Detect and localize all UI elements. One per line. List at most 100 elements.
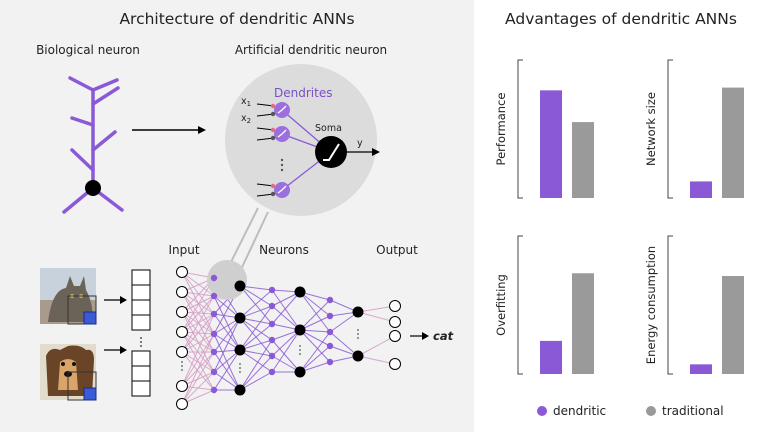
bar-traditional (572, 122, 594, 198)
advantages-panel (474, 0, 768, 432)
dendrite-node (268, 352, 276, 360)
network-edge (239, 285, 273, 325)
ellipsis-dot (357, 333, 359, 335)
legend: dendritic traditional (537, 404, 724, 418)
bar-chart-4: Energy consumption (644, 235, 744, 375)
ellipsis-dot (181, 365, 183, 367)
network-edge (357, 305, 396, 313)
legend-traditional-marker (646, 406, 656, 416)
network-edge (239, 305, 273, 351)
io-node (176, 266, 188, 278)
arrow-right-icon (132, 126, 206, 134)
dendrites-label: Dendrites (274, 86, 332, 100)
network-edge (181, 295, 215, 333)
network-edge (181, 333, 215, 353)
network-edge (357, 311, 396, 323)
network-edge (357, 335, 396, 357)
io-node (176, 398, 188, 410)
network-edge (271, 339, 301, 373)
legend-dendritic-label: dendritic (553, 404, 606, 418)
network-edge (213, 313, 241, 351)
ellipsis-dot (357, 329, 359, 331)
ellipsis-dot (239, 371, 241, 373)
neurons-label: Neurons (259, 243, 309, 257)
axis-bracket (667, 59, 673, 199)
neuron-node (294, 324, 306, 336)
neuron-node (234, 344, 246, 356)
bar-chart-3: Overfitting (494, 235, 594, 375)
bar-traditional (572, 273, 594, 374)
network-edge (271, 329, 301, 373)
ellipsis-dot (299, 345, 301, 347)
ellipsis-dot (299, 353, 301, 355)
neuron-node (234, 384, 246, 396)
axis-bracket (517, 59, 523, 199)
bar-traditional (722, 276, 744, 374)
network-edge (213, 317, 241, 353)
y-axis-label: Network size (644, 92, 658, 166)
network-edge (239, 317, 273, 341)
ellipsis-dot (239, 363, 241, 365)
dendrite-node (326, 342, 334, 350)
ellipsis-dot (239, 367, 241, 369)
x2-label: x2 (241, 113, 251, 125)
network-edge (181, 331, 215, 353)
dendrite-node (326, 312, 334, 320)
network-edge (239, 285, 273, 307)
network-edge (299, 329, 331, 363)
vector-ellipsis (140, 337, 142, 347)
io-node (176, 326, 188, 338)
network-edge (239, 305, 273, 319)
x1-label: x1 (241, 96, 251, 108)
network-edge (213, 349, 241, 391)
network-edge (181, 313, 215, 387)
network-edge (181, 351, 215, 373)
network-edge (181, 371, 215, 405)
io-node (389, 358, 401, 370)
output-class-label: cat (433, 329, 454, 343)
bar-dendritic (690, 364, 712, 374)
neuron-node (294, 286, 306, 298)
biological-neuron-icon (62, 76, 124, 214)
network-edge (271, 289, 301, 331)
output-arrow-icon (410, 332, 429, 340)
network-edge (329, 331, 359, 357)
input-vector (131, 269, 151, 397)
network-edge (239, 339, 273, 351)
dendrite-ellipsis (280, 158, 284, 172)
network-edge (181, 295, 215, 353)
bar-chart-1: Performance (494, 59, 594, 199)
network-edge (239, 355, 273, 391)
network-edge (213, 295, 241, 351)
ellipsis-dot (181, 369, 183, 371)
network-edge (181, 351, 215, 405)
soma-label: Soma (315, 123, 342, 134)
network-edge (213, 351, 241, 391)
dendrite-node (210, 368, 218, 376)
dog-image (40, 344, 97, 401)
bar-dendritic (540, 340, 562, 374)
input-label: Input (168, 243, 199, 257)
architecture-title: Architecture of dendritic ANNs (119, 10, 354, 28)
io-node (176, 306, 188, 318)
biological-neuron-label: Biological neuron (36, 43, 140, 57)
dendrite-node (268, 302, 276, 310)
network-edge (239, 289, 273, 319)
ellipsis-dot (357, 337, 359, 339)
network-edge (271, 329, 301, 357)
network-edge (181, 333, 215, 387)
y-axis-label: Performance (494, 93, 508, 166)
legend-traditional-label: traditional (662, 404, 724, 418)
network-connections (181, 271, 396, 405)
neuron-node (294, 366, 306, 378)
network-edge (329, 311, 359, 333)
ellipsis-dot (181, 361, 183, 363)
network-edge (271, 291, 301, 325)
io-node (176, 346, 188, 358)
network-edge (213, 333, 241, 391)
network-edge (239, 323, 273, 351)
network-edge (239, 339, 273, 391)
network-edge (181, 351, 215, 391)
